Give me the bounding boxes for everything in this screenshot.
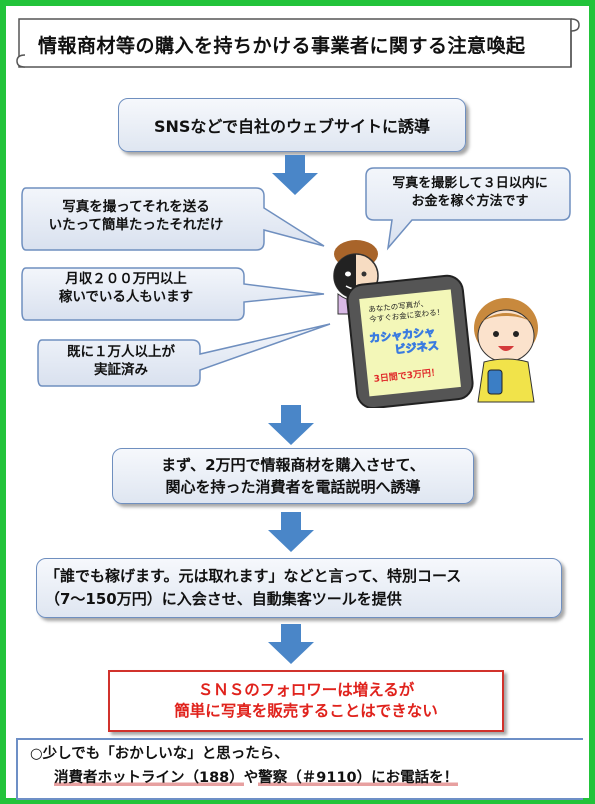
footer-line2: 消費者ホットライン（188）や警察（＃9110）にお電話を！ [54, 770, 459, 786]
down-arrow-icon [268, 405, 314, 445]
title-banner: 情報商材等の購入を持ちかける事業者に関する注意喚起 [16, 14, 580, 70]
step-1-text: SNSなどで自社のウェブサイトに誘導 [153, 117, 431, 136]
step-box-1: SNSなどで自社のウェブサイトに誘導 [118, 98, 466, 152]
down-arrow-icon [268, 624, 314, 664]
speech-bubble-2 [21, 267, 325, 321]
step-box-3: 「誰でも稼げます。元は取れます」などと言って、特別コース （7～150万円）に入… [36, 558, 562, 618]
warning-box: ＳＮＳのフォロワーは増えるが 簡単に写真を販売することはできない [108, 670, 504, 732]
hotline-text: 消費者ホットライン（188） [54, 770, 244, 786]
down-arrow-icon [272, 155, 318, 195]
bubble-1-text: 写真を撮ってそれを送る いたって簡単たったそれだけ [48, 199, 224, 234]
step-2-line2: 関心を持った消費者を電話説明へ誘導 [165, 478, 421, 496]
warning-line2: 簡単に写真を販売することはできない [174, 702, 438, 720]
police-text: 警察（＃9110） [258, 770, 372, 786]
down-arrow-icon [268, 512, 314, 552]
girl-figure [474, 298, 538, 403]
step-box-2: まず、2万円で情報商材を購入させて、 関心を持った消費者を電話説明へ誘導 [112, 448, 474, 504]
page-title: 情報商材等の購入を持ちかける事業者に関する注意喚起 [38, 35, 526, 57]
speech-bubble-4 [365, 167, 571, 251]
bubble-4-text: 写真を撮影して３日以内に お金を稼ぐ方法です [392, 176, 548, 209]
speech-bubble-1 [21, 187, 325, 251]
step-3-line2: （7～150万円）に入会させ、自動集客ツールを提供 [45, 590, 402, 608]
footer-notice: ○少しでも「おかしいな」と思ったら、 消費者ホットライン（188）や警察（＃91… [16, 738, 583, 800]
footer-line1: ○少しでも「おかしいな」と思ったら、 [30, 746, 289, 762]
bubble-2-text: 月収２００万円以上 稼いでいる人もいます [58, 271, 194, 306]
smartphone-icon: あなたの写真が、 今すぐお金に変わる！ カシャカシャ ビジネス 3日間で3万円！ [346, 274, 474, 408]
illustration: あなたの写真が、 今すぐお金に変わる！ カシャカシャ ビジネス 3日間で3万円！ [333, 240, 538, 408]
step-3-line1: 「誰でも稼げます。元は取れます」などと言って、特別コース [45, 566, 462, 585]
bubble-3-text: 既に１万人以上が 実証済み [67, 344, 175, 379]
step-2-line1: まず、2万円で情報商材を購入させて、 [161, 455, 425, 474]
phone-line4: ビジネス [394, 338, 439, 357]
warning-line1: ＳＮＳのフォロワーは増えるが [197, 681, 415, 700]
speech-bubble-3 [37, 323, 331, 387]
